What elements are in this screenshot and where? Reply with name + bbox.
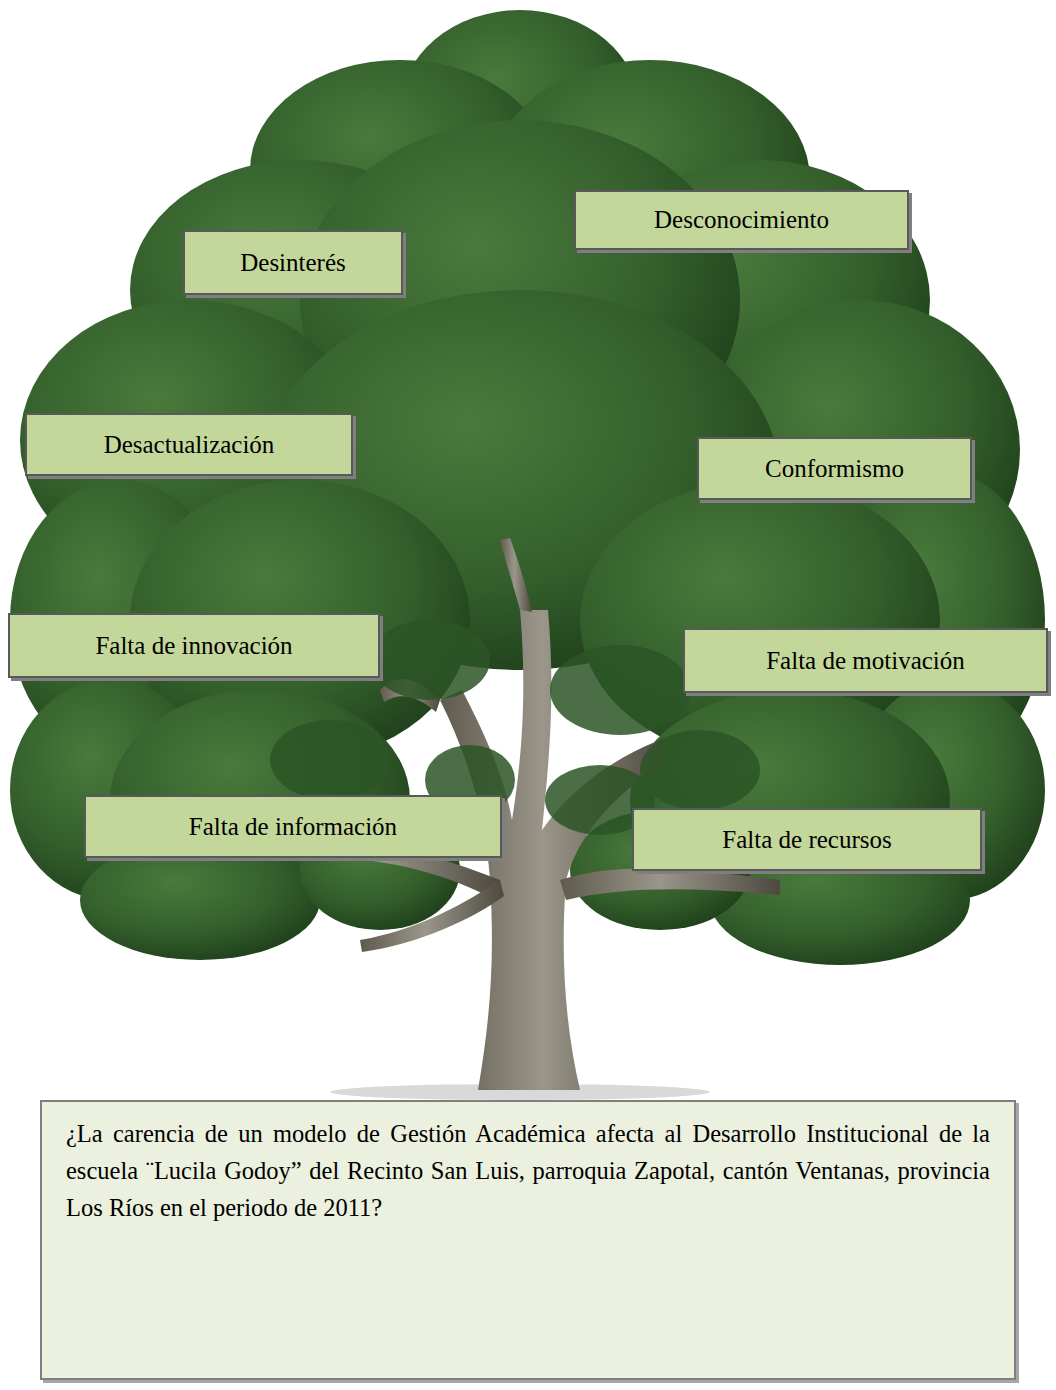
cause-box: Desconocimiento xyxy=(574,190,909,250)
cause-box: Falta de motivación xyxy=(683,628,1048,693)
cause-box: Falta de innovación xyxy=(8,613,380,678)
cause-label: Desconocimiento xyxy=(654,204,829,235)
cause-box: Falta de información xyxy=(84,795,502,858)
cause-box: Falta de recursos xyxy=(632,808,982,871)
cause-label: Desinterés xyxy=(240,247,346,278)
problem-box: ¿La carencia de un modelo de Gestión Aca… xyxy=(40,1100,1016,1380)
cause-box: Desactualización xyxy=(25,413,353,476)
problem-text: ¿La carencia de un modelo de Gestión Aca… xyxy=(66,1116,990,1226)
cause-label: Falta de recursos xyxy=(722,824,891,855)
cause-label: Conformismo xyxy=(765,453,904,484)
cause-label: Falta de información xyxy=(189,811,397,842)
cause-label: Falta de innovación xyxy=(95,630,292,661)
cause-box: Desinterés xyxy=(183,230,403,295)
cause-box: Conformismo xyxy=(697,437,972,500)
cause-label: Falta de motivación xyxy=(766,645,965,676)
cause-label: Desactualización xyxy=(104,429,275,460)
